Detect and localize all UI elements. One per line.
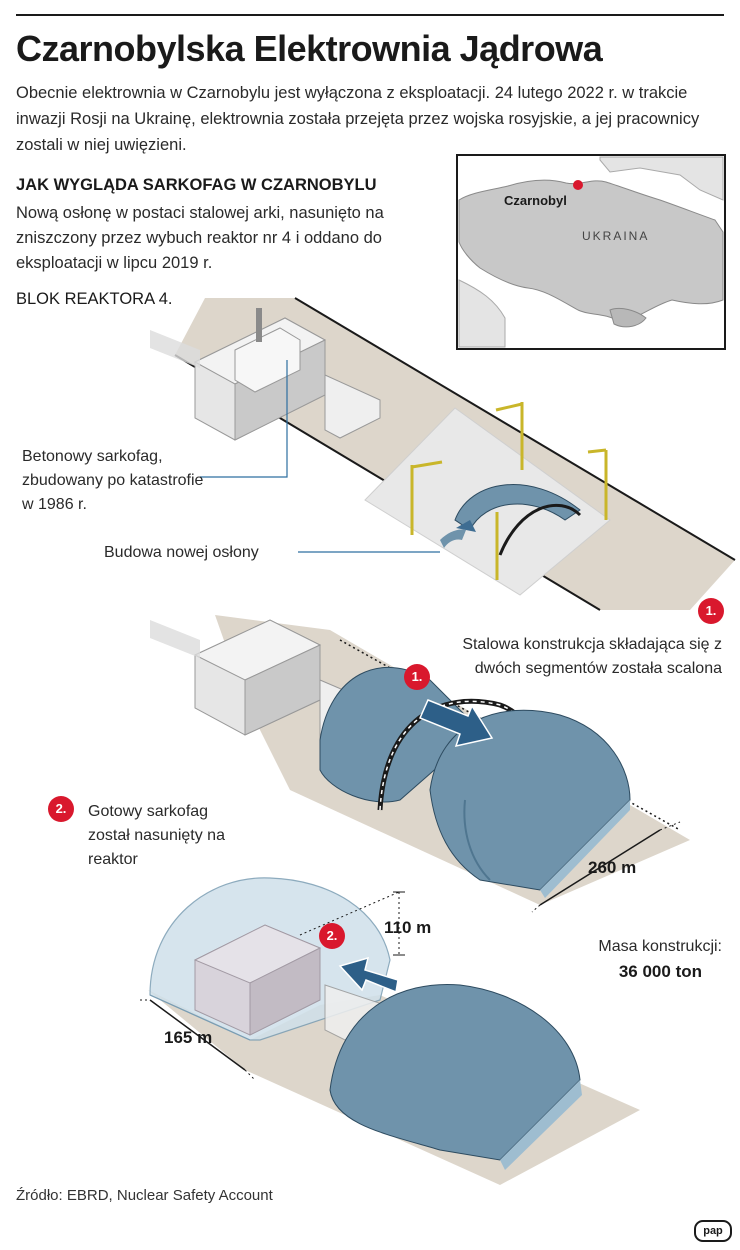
arch-segment-back	[319, 666, 481, 803]
scene-final	[148, 877, 640, 1185]
step1-badge-diagram: 1.	[404, 664, 430, 690]
chernobyl-marker	[573, 180, 583, 190]
top-rule	[16, 14, 724, 16]
dimension-height	[299, 891, 405, 956]
dimension-length	[531, 821, 681, 913]
width-label: 165 m	[164, 1028, 213, 1047]
step2-text: Gotowy sarkofag został nasunięty na reak…	[88, 803, 225, 868]
step2-badge-diagram: 2.	[319, 923, 345, 949]
new-arch-segment-1	[454, 484, 581, 531]
block-label: BLOK REAKTORA 4.	[16, 290, 173, 308]
height-label: 110 m	[384, 918, 432, 937]
intro-text: Obecnie elektrownia w Czarnobylu jest wy…	[16, 84, 700, 154]
source-note: Źródło: EBRD, Nuclear Safety Account	[16, 1187, 273, 1204]
step2-badge: 2.	[48, 796, 74, 822]
step1-badge: 1.	[698, 598, 724, 624]
cranes	[410, 402, 608, 580]
slide-arrow-2	[338, 956, 399, 994]
section-text: Nową osłonę w postaci stalowej arki, nas…	[16, 204, 384, 272]
map-country-label: UKRAINA	[582, 229, 649, 243]
pap-logo: pap	[694, 1220, 732, 1242]
scene-construction	[150, 297, 736, 611]
old-sarcophagus-label: Betonowy sarkofag, zbudowany po katastro…	[22, 448, 204, 513]
scene-joined	[150, 615, 690, 905]
arch-complete	[329, 983, 581, 1161]
locator-map: Czarnobyl UKRAINA	[456, 154, 726, 350]
leader-old-sarcophagus	[200, 360, 288, 478]
reactor-building-1	[150, 308, 381, 441]
construction-label: Budowa nowej osłony	[104, 544, 259, 561]
mass-label: Masa konstrukcji:	[598, 938, 722, 955]
length-label: 260 m	[588, 858, 637, 877]
arch-truss-1	[498, 503, 582, 556]
step1-text: Stalowa konstrukcja składająca się z dwó…	[462, 636, 722, 677]
dimension-width	[140, 999, 256, 1081]
map-city-label: Czarnobyl	[504, 193, 567, 208]
page-title: Czarnobylska Elektrownia Jądrowa	[16, 28, 603, 69]
section-heading: JAK WYGLĄDA SARKOFAG W CZARNOBYLU	[16, 176, 377, 194]
mass-value: 36 000 ton	[618, 962, 702, 981]
slide-arrow-1	[418, 699, 494, 748]
